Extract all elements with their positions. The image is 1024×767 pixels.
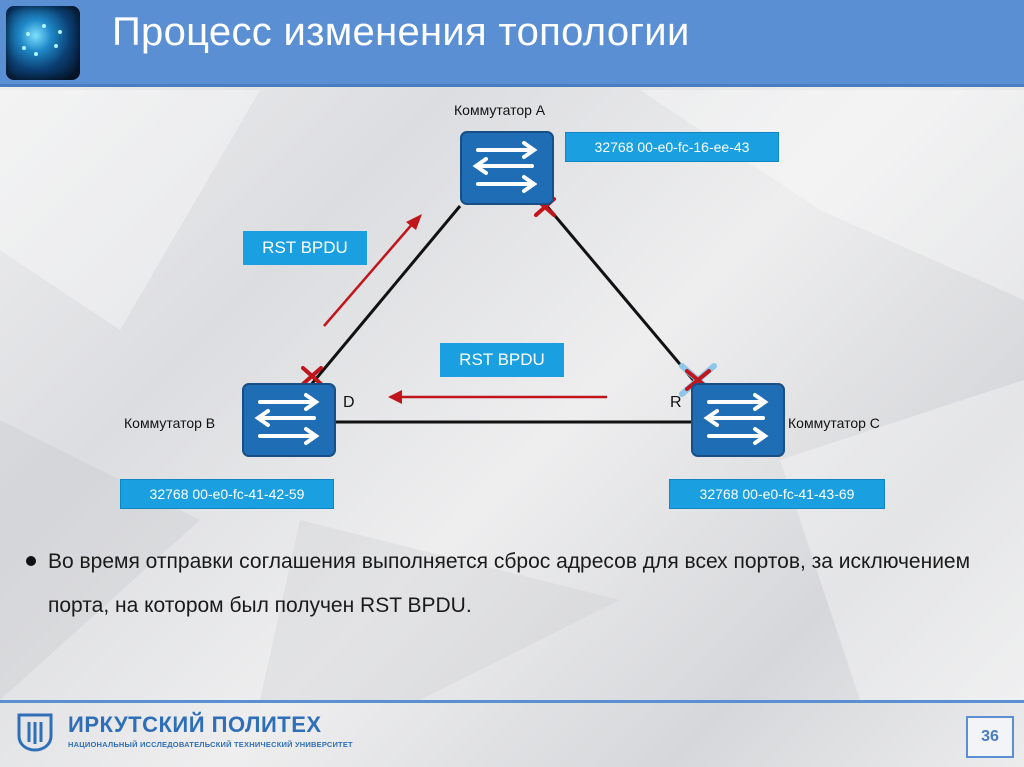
switch-b-icon (242, 383, 336, 457)
blocked-port-b-x (301, 366, 323, 386)
bullet-text: Во время отправки соглашения выполняется… (48, 550, 971, 617)
topology-diagram: Коммутатор A 32768 00-e0-fc-16-ee-43 Ком… (0, 88, 1024, 528)
switch-b-id: 32768 00-e0-fc-41-42-59 (120, 479, 334, 509)
page-title: Процесс изменения топологии (112, 10, 690, 54)
rst-arrow-to-b (388, 390, 607, 404)
switch-a-id: 32768 00-e0-fc-16-ee-43 (565, 132, 779, 162)
link-a-c (538, 197, 702, 389)
switch-c-label: Коммутатор C (788, 415, 880, 431)
topology-links (242, 131, 785, 457)
link-a-b (298, 205, 462, 399)
switch-c-icon (691, 383, 785, 457)
switch-a-label: Коммутатор A (454, 102, 546, 118)
switch-c-id: 32768 00-e0-fc-41-43-69 (669, 479, 885, 509)
rst-arrow-to-a (323, 214, 422, 327)
rst-bpdu-label-left: RST BPDU (243, 231, 367, 265)
university-name: ИРКУТСКИЙ ПОЛИТЕХ (68, 712, 322, 737)
footer-divider (0, 700, 1024, 703)
page-number: 36 (966, 716, 1014, 758)
rst-bpdu-label-center: RST BPDU (440, 343, 564, 377)
globe-logo-icon (6, 6, 80, 80)
politech-logo-icon (17, 713, 53, 752)
bullet-marker (26, 556, 36, 566)
university-subtitle: НАЦИОНАЛЬНЫЙ ИССЛЕДОВАТЕЛЬСКИЙ ТЕХНИЧЕСК… (68, 740, 353, 749)
port-r-label: R (670, 394, 682, 411)
switch-a-icon (460, 131, 554, 205)
switch-b-label: Коммутатор B (124, 415, 216, 431)
header-bar: Процесс изменения топологии (0, 0, 1024, 87)
port-d-label: D (343, 394, 355, 411)
